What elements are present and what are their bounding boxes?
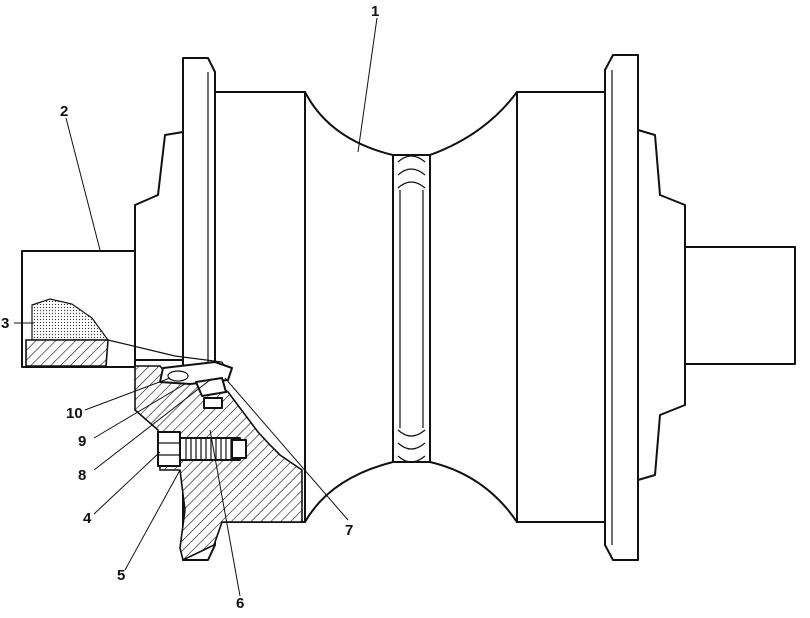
leader-4 bbox=[93, 451, 161, 515]
callout-2: 2 bbox=[60, 103, 68, 120]
seal-ring-o-ring bbox=[167, 370, 189, 382]
retaining-bolt bbox=[157, 431, 247, 467]
leader-7 bbox=[224, 377, 349, 521]
left-hub-boss bbox=[134, 131, 184, 361]
right-hub-boss bbox=[637, 129, 686, 481]
seal-ring-inner bbox=[195, 377, 227, 397]
callout-10: 10 bbox=[66, 405, 83, 422]
shaft-hatched-section bbox=[25, 339, 109, 367]
center-groove bbox=[392, 154, 431, 463]
leader-8 bbox=[93, 379, 211, 471]
right-shaft bbox=[684, 246, 796, 365]
callout-5: 5 bbox=[117, 567, 125, 584]
callout-9: 9 bbox=[78, 433, 86, 450]
callout-8: 8 bbox=[78, 467, 86, 484]
right-tread-body bbox=[516, 91, 606, 523]
leader-9 bbox=[93, 383, 186, 439]
leader-1 bbox=[357, 17, 378, 153]
right-outer-flange bbox=[604, 54, 639, 561]
callout-1: 1 bbox=[371, 3, 379, 20]
leader-6 bbox=[209, 429, 241, 597]
callout-7: 7 bbox=[345, 522, 353, 539]
leader-10 bbox=[84, 377, 171, 411]
leader-5 bbox=[124, 469, 181, 571]
center-drum-right bbox=[429, 91, 518, 523]
callout-4: 4 bbox=[83, 510, 92, 527]
callout-3: 3 bbox=[1, 315, 9, 332]
leader-2 bbox=[65, 117, 101, 251]
callout-6: 6 bbox=[236, 595, 244, 612]
center-drum-left bbox=[304, 91, 394, 523]
